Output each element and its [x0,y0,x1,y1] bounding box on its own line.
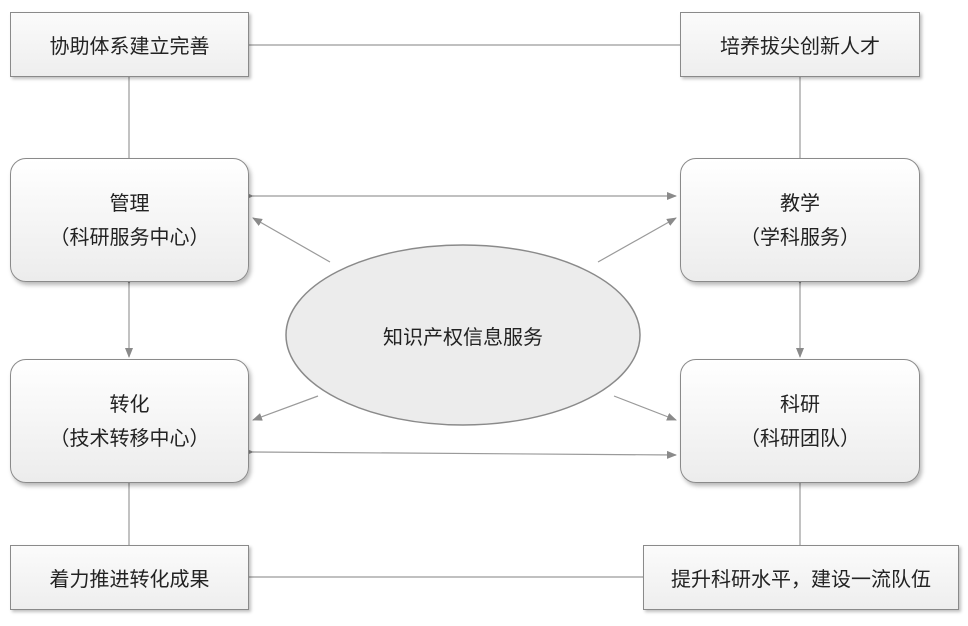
arrow-center-teaching [597,217,677,263]
arrow-center-management [252,217,331,263]
node-transformation: 转化 （技术转移中心） [10,359,249,483]
teaching-subtitle: （学科服务） [740,225,860,249]
center-label: 知识产权信息服务 [383,324,543,349]
transformation-title: 转化 [109,392,150,416]
collaboration-system-label: 协助体系建立完善 [49,34,210,58]
node-teaching: 教学 （学科服务） [680,158,920,282]
research-subtitle: （科研团队） [740,426,860,450]
transformation-subtitle: （技术转移中心） [49,426,210,450]
box-research-level: 提升科研水平，建设一流队伍 [643,545,959,610]
talent-cultivation-label: 培养拔尖创新人才 [720,34,880,58]
management-title: 管理 [109,191,150,215]
box-collaboration-system: 协助体系建立完善 [10,12,249,77]
promote-transformation-label: 着力推进转化成果 [49,567,210,591]
box-promote-transformation: 着力推进转化成果 [10,545,249,610]
arrow-center-transformation [252,395,319,421]
arrow-center-research [613,395,677,421]
node-research: 科研 （科研团队） [680,359,920,483]
arrow-transformation-research [243,447,677,459]
research-level-label: 提升科研水平，建设一流队伍 [671,567,931,591]
teaching-title: 教学 [780,191,820,215]
management-subtitle: （科研服务中心） [49,225,210,249]
center-ellipse [285,244,641,426]
box-talent-cultivation: 培养拔尖创新人才 [680,12,920,77]
research-title: 科研 [780,392,820,416]
node-management: 管理 （科研服务中心） [10,158,249,282]
center-label-wrap: 知识产权信息服务 [286,245,640,425]
